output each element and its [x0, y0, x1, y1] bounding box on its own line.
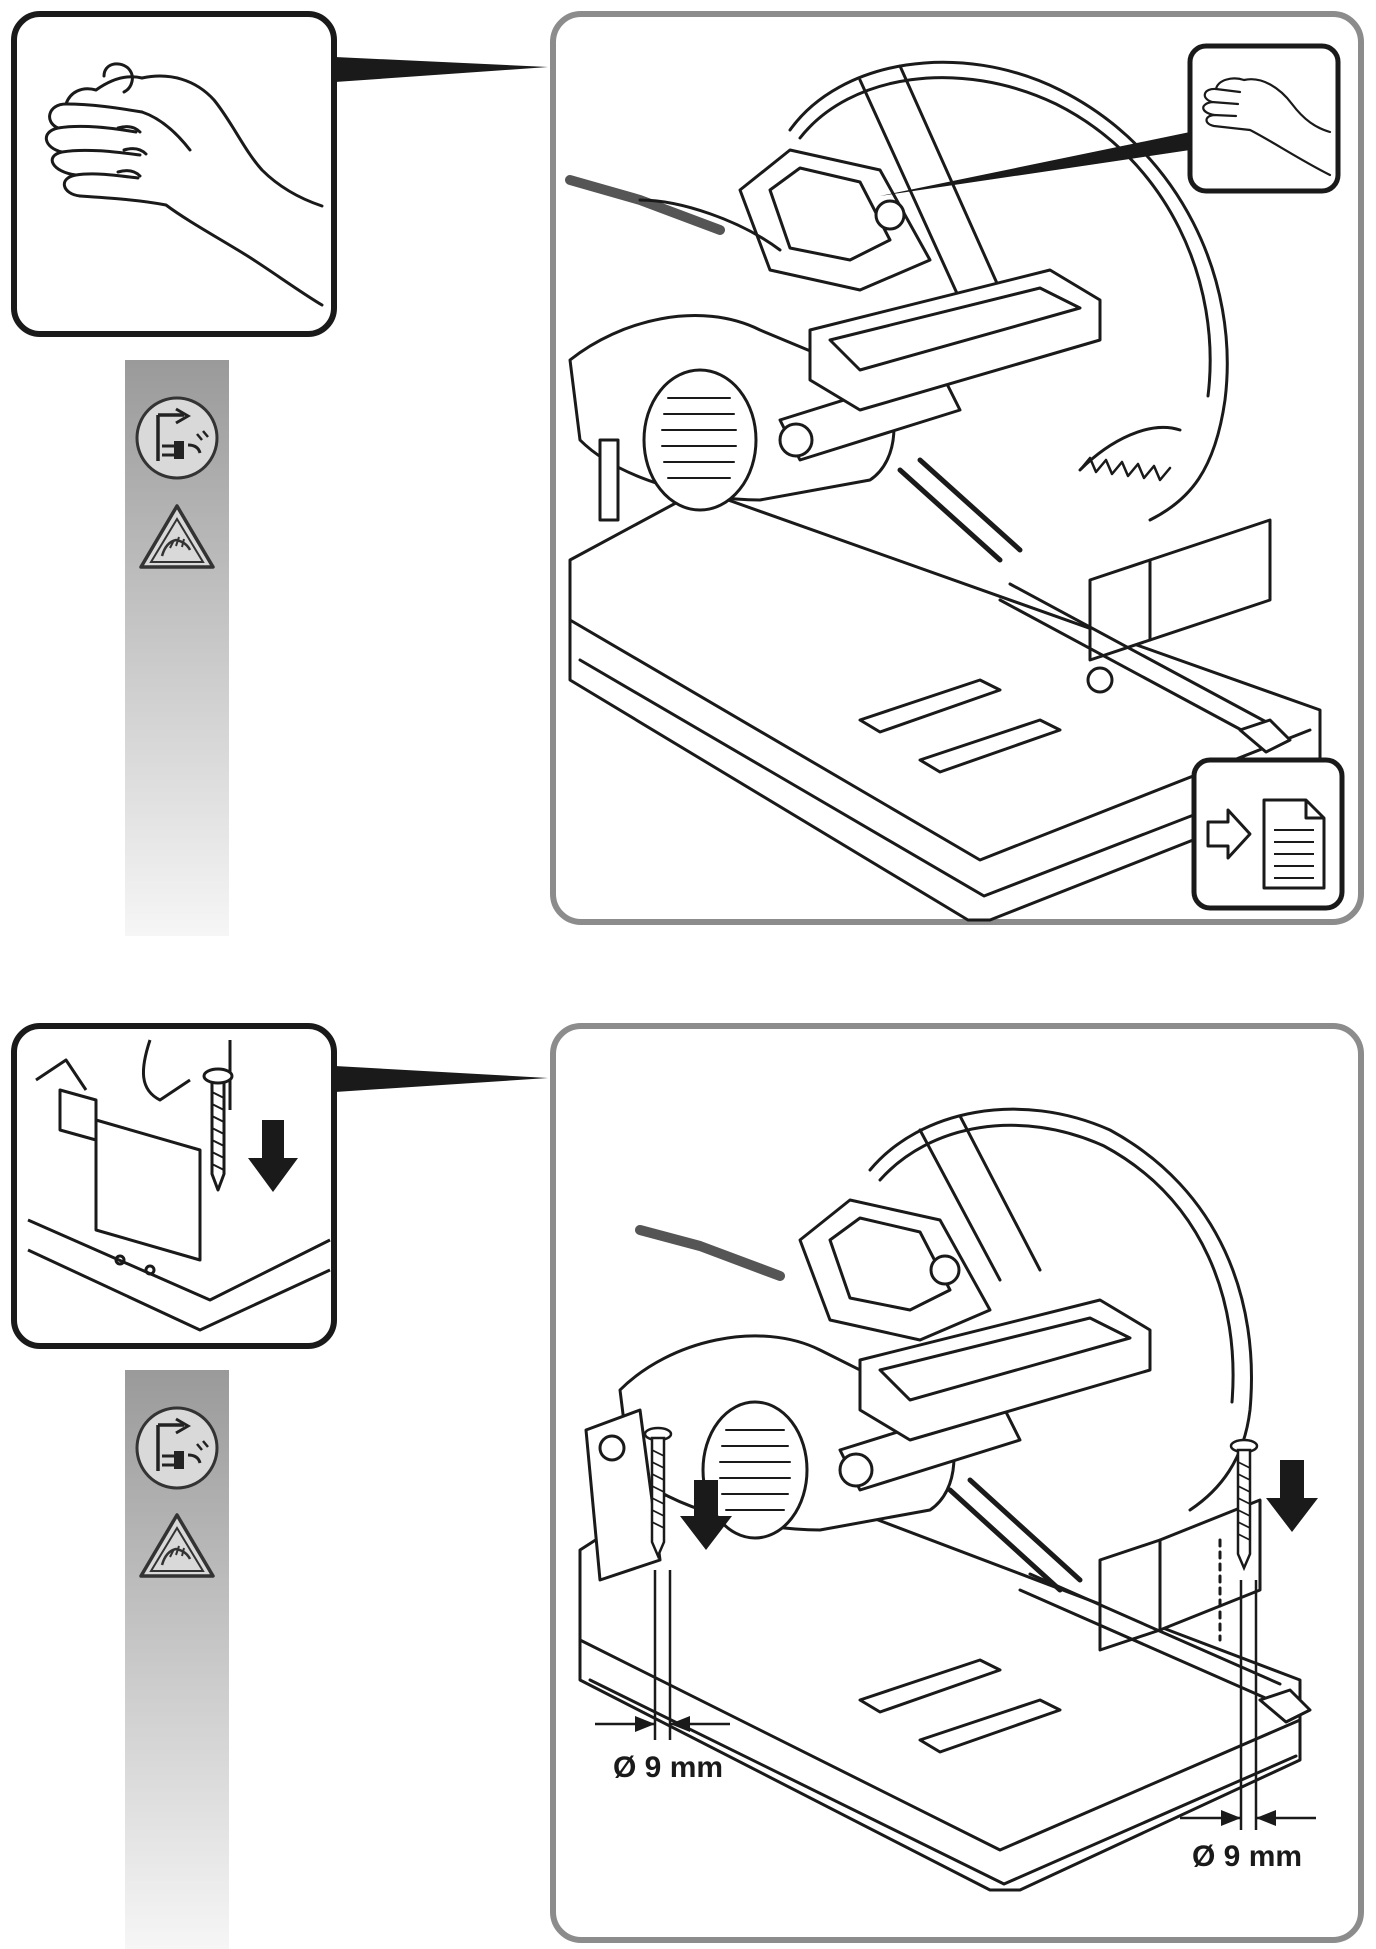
hand-grip-detail [11, 11, 337, 337]
chop-saw-illustration [578, 1107, 1312, 1892]
left-hole-dimension [595, 1570, 730, 1740]
unplug-icon [135, 396, 219, 480]
see-manual-box [1191, 757, 1345, 911]
right-hole-label: Ø 9 mm [1192, 1840, 1302, 1873]
callout-pointer [335, 1066, 548, 1092]
hand-injury-warning-icon [139, 1513, 215, 1578]
callout-pointer [335, 57, 548, 82]
left-hole-label: Ø 9 mm [613, 1751, 723, 1784]
callout-hand-box [1187, 43, 1341, 194]
screw-detail-illustration [27, 1039, 331, 1332]
step-2: Ø 9 mm Ø 9 mm [11, 1023, 1364, 1949]
down-arrow-right [1266, 1460, 1318, 1532]
unplug-icon [135, 1406, 219, 1490]
hand-injury-warning-icon [139, 504, 215, 569]
right-screw [1229, 1438, 1259, 1572]
left-screw [643, 1426, 673, 1560]
step-1 [11, 11, 1364, 936]
chop-saw-illustration [565, 60, 1322, 922]
right-hole-dimension [1180, 1580, 1316, 1830]
hand-icon [1202, 77, 1332, 177]
callout-pointer-small [880, 132, 1190, 196]
down-arrow-left [680, 1480, 732, 1550]
see-manual-icon [1206, 798, 1326, 890]
hand-icon [45, 62, 324, 307]
